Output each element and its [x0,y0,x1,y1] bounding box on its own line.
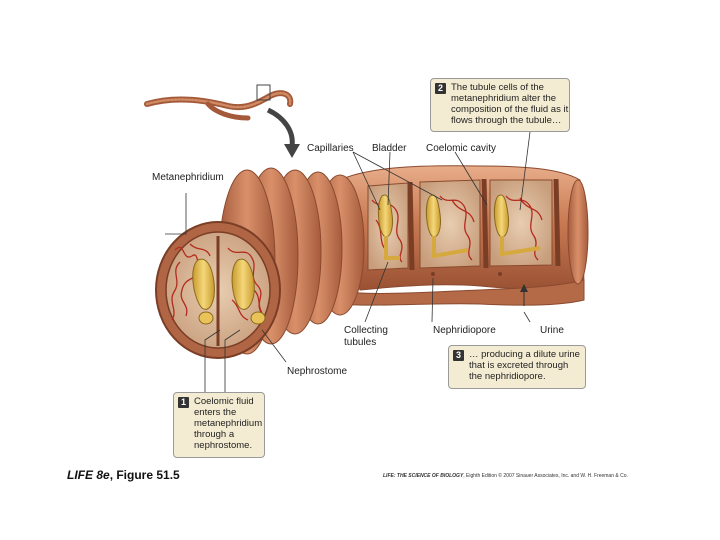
callout-text: through a [194,429,235,440]
callout-text: the nephridiopore. [469,371,546,382]
caption-figure: , Figure 51.5 [109,468,180,482]
callout-text: Coelomic fluid [194,396,254,407]
nephridiopore-dot [498,272,502,276]
callout-text: enters the [194,407,237,418]
urine-arrow [520,284,528,306]
caption-book: LIFE 8e [67,468,110,482]
credit-title: LIFE: THE SCIENCE OF BIOLOGY [383,473,464,479]
callout-text: that is excreted through [469,360,569,371]
label-urine: Urine [540,325,564,336]
whole-earthworm [144,90,294,121]
credit-rest: , Eighth Edition © 2007 Sinauer Associat… [463,473,628,479]
callout-text: nephrostome. [194,440,253,451]
label-nephrostome: Nephrostome [287,366,348,377]
publisher-credit: LIFE: THE SCIENCE OF BIOLOGY, Eighth Edi… [383,473,628,479]
zoom-box [256,84,271,101]
callout-step-3: 3 … producing a dilute urine that is exc… [448,345,586,389]
callout-text: metanephridium [194,418,263,429]
callout-text: flows through the tubule… [451,115,562,126]
label-bladder: Bladder [372,143,407,154]
leader-lines [165,131,531,392]
callout-step-1: 1 Coelomic fluid enters the metanephridi… [173,392,265,458]
metanephridium-front [192,258,266,325]
label-metanephridium: Metanephridium [152,172,224,183]
label-tubules: tubules [344,337,377,348]
zoom-arrow [266,107,295,147]
figure-caption: LIFE 8e, Figure 51.5 [67,468,180,482]
label-nephridiopore: Nephridiopore [433,325,496,336]
step-3-badge: 3 [453,350,464,361]
metanephridium-compartments [377,194,541,260]
callout-text: metanephridium alter the [451,93,557,104]
step-1-badge: 1 [178,397,189,408]
label-capillaries: Capillaries [307,143,354,154]
label-coelomic-cavity: Coelomic cavity [426,143,497,154]
callout-text: composition of the fluid as it [451,104,569,115]
callout-step-2: 2 The tubule cells of the metanephridium… [430,78,570,132]
callout-text: … producing a dilute urine [469,349,580,360]
label-collecting: Collecting [344,325,388,336]
callout-text: The tubule cells of the [451,82,544,93]
step-2-badge: 2 [435,83,446,94]
nephridiopore-dot [431,272,435,276]
